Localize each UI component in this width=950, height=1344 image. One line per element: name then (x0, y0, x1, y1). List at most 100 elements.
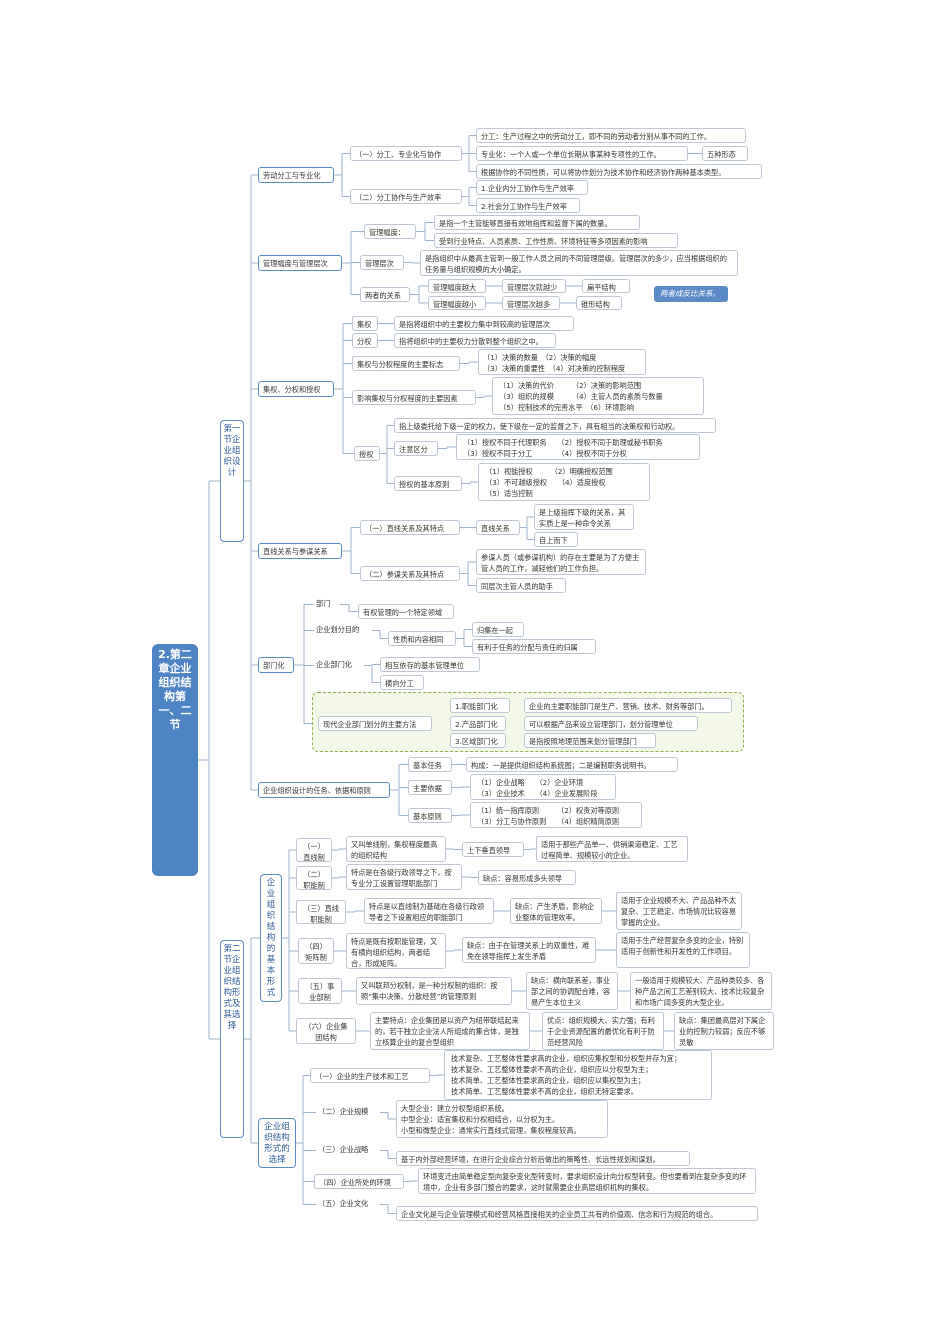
form-6-name[interactable]: （六）企业集团结构 (296, 1018, 356, 1044)
task-allocation: 有利于任务的分配与责任的归属 (472, 639, 596, 654)
delegation-label[interactable]: 授权 (354, 446, 380, 461)
basic-task-detail: 构成：一是提供组织结构系统图；二是编制职务说明书。 (466, 757, 678, 772)
basic-task-label[interactable]: 基本任务 (408, 757, 452, 772)
factors-line-3: （5）控制技术的完善水平 （6）环境影响 (499, 403, 634, 412)
choice-2-line-2: 中型企业：适宜集权和分权相结合，以分权为主。 (401, 1115, 560, 1124)
labor-g1-cooperation: 根据协作的不同性质，可以将协作划分为技术协作和经济协作两种基本类型。 (476, 164, 762, 179)
choice-2-label[interactable]: （二）企业规模 (318, 1107, 369, 1116)
topic-line-staff[interactable]: 直线关系与参谋关系 (258, 543, 342, 559)
labor-g1-division: 分工：生产过程之中的劳动分工，即不同的劳动者分别从事不同的工作。 (476, 128, 746, 143)
functional-dept[interactable]: 1.职能部门化 (450, 698, 510, 713)
section-2-topic[interactable]: 第二节企业组织结构形式及其选择 (220, 940, 244, 1138)
topic-centralization[interactable]: 集权、分权和授权 (258, 381, 334, 397)
form-5-name[interactable]: （五）事业部制 (298, 978, 342, 1004)
form-6-feature: 主要特点：企业集团是以资产为纽带联结起来的，若干独立企业法人所组成的集合体，是独… (370, 1012, 530, 1050)
form-4-name[interactable]: （四）矩阵制 (298, 938, 334, 964)
basic-management-unit: 相互依存的基本管理单位 (380, 657, 480, 672)
group-together: 归集在一起 (472, 622, 524, 637)
form-1-applicable: 适用于那些产品单一、供销渠道稳定、工艺过程简单、规模较小的企业。 (536, 836, 688, 862)
form-4-drawback: 缺点：由于在管理关系上的双重性，难免在领导指挥上发生矛盾 (462, 937, 596, 963)
factors-detail: （1）决策的代价 （2）决策的影响范围 （3）组织的规模 （4）主管人员的素质与… (492, 377, 704, 415)
same-nature: 性质和内容相同 (388, 631, 456, 646)
span-definition: 是指一个主管能够直接有效地指挥和监督下属的数量。 (434, 215, 640, 230)
choice-4-label[interactable]: （四）企业所处的环境 (314, 1174, 404, 1189)
horizontal-division: 横向分工 (380, 675, 424, 690)
tall-structure: 锥形结构 (576, 296, 622, 310)
form-3-name[interactable]: （三）直线职能制 (296, 900, 346, 924)
labor-group-1[interactable]: （一）分工、专业化与协作 (350, 146, 462, 161)
choice-1-line-3: 技术简单、工艺整体性要求高的企业，组织应以集权型为主； (451, 1076, 646, 1085)
indicators-line-1: （1）决策的数量 （2）决策的幅度 (483, 353, 597, 362)
topic-labor-division[interactable]: 劳动分工与专业化 (258, 167, 334, 183)
distinguish-label[interactable]: 注意区分 (394, 441, 438, 456)
rel-span-large: 管理幅度越大 (428, 279, 486, 293)
basic-principle-label[interactable]: 基本原则 (408, 808, 452, 823)
relation-label[interactable]: 两者的关系 (360, 287, 410, 302)
form-4-feature: 特点是既有按职能管理，又有横向组织结构，两者结合，形成矩阵。 (346, 933, 446, 969)
form-5-feature: 又叫联邦分权制，是一种分权制的组织：按照“集中决策、分散经营”的管理原则 (356, 977, 512, 1005)
choice-5-label[interactable]: （五）企业文化 (318, 1199, 369, 1208)
choice-1-line-1: 技术复杂、工艺整体性要求高的企业，组织应集权型和分权型并存为宜； (451, 1054, 682, 1063)
dept-label[interactable]: 部门 (316, 599, 331, 608)
delegation-principles-label[interactable]: 授权的基本原则 (394, 476, 462, 491)
labor-group-2[interactable]: （二）分工协作与生产效率 (350, 189, 462, 204)
factors-label[interactable]: 影响集权与分权程度的主要因素 (352, 390, 476, 405)
principle-line-2: （3）分工与协作原则 （4）组织精简原则 (477, 817, 620, 826)
decentralization-label[interactable]: 分权 (352, 333, 378, 348)
product-dept[interactable]: 2.产品部门化 (450, 716, 506, 731)
principles-line-1: （1）视能授权 （2）明确授权范围 (485, 467, 613, 476)
centralization-definition: 是指将组织中的主要权力集中到较高的管理层次 (394, 316, 574, 331)
form-1-name[interactable]: （一）直线制 (296, 838, 332, 862)
product-dept-detail: 可以根据产品来设立管理部门，划分管理单位 (524, 716, 698, 731)
inverse-relation-note: 两者成反比关系。 (654, 286, 728, 302)
factors-line-2: （3）组织的规模 （4）主管人员的素质与数量 (499, 392, 663, 401)
flat-structure: 扁平结构 (582, 279, 630, 293)
choice-1-detail: 技术复杂、工艺整体性要求高的企业，组织应集权型和分权型并存为宜； 技术复杂、工艺… (444, 1050, 712, 1100)
main-basis-label[interactable]: 主要依据 (408, 780, 452, 795)
basis-line-1: （1）企业战略 （2）企业环境 (477, 778, 584, 787)
topic-departmentalization[interactable]: 部门化 (258, 657, 294, 673)
line-relation-label[interactable]: 直线关系 (476, 520, 520, 535)
delegation-principles-detail: （1）视能授权 （2）明确授权范围 （3）不可越级授权 （4）适度授权 （5）适… (478, 463, 650, 501)
choice-2-line-3: 小型和微型企业：通常实行直线式管理，集权程度较高。 (401, 1126, 581, 1135)
dept-definition: 有权管理的一个特定领域 (358, 604, 454, 619)
centralization-label[interactable]: 集权 (352, 316, 378, 331)
choice-1-label[interactable]: （一）企业的生产技术和工艺 (310, 1068, 430, 1083)
enterprise-dept-label[interactable]: 企业部门化 (316, 660, 352, 669)
structure-choice-topic[interactable]: 企业组织结构形式的选择 (258, 1118, 296, 1168)
form-6-drawback: 缺点：集团最高层对下属企业的控制力较弱；反应不够灵敏 (674, 1012, 774, 1050)
topic-design-basis[interactable]: 企业组织设计的任务、依据和原则 (258, 782, 390, 798)
basis-line-2: （3）企业技术 （4）企业发展阶段 (477, 789, 598, 798)
choice-4-detail: 环境变迁由简单稳定型向复杂变化型转变时，要求组织设计向分权型转变。但也要看到在复… (418, 1168, 756, 1194)
choice-3-detail: 基于内外部经营环境，在进行企业综合分析后做出的策略性、长远性规划和谋划。 (396, 1151, 690, 1166)
line-relation-group[interactable]: （一）直线关系及其特点 (360, 520, 460, 535)
form-1-leadership: 上下垂直领导 (462, 842, 524, 857)
form-6-advantage: 优点：组织规模大、实力强；有利于企业资源配置的最优化有利于防范经营风险 (542, 1012, 664, 1050)
root-topic[interactable]: 2.第二章企业组织结构第一、二节 (152, 644, 198, 876)
form-3-applicable: 适用于企业规模不大、产品品种不太复杂、工艺稳定、市场情况比较容易掌握的企业。 (616, 892, 742, 930)
levels-label[interactable]: 管理层次 (360, 255, 404, 270)
line-relation-essence: 是上级指挥下级的关系，其实质上是一种命令关系 (534, 504, 634, 530)
dept-purpose-label[interactable]: 企业划分目的 (316, 625, 360, 634)
choice-3-label[interactable]: （三）企业战略 (318, 1145, 369, 1154)
choice-2-line-1: 大型企业：建立分权型组织系统。 (401, 1104, 509, 1113)
delegation-definition: 指上级委托给下级一定的权力，使下级在一定的监督之下，具有相当的决策权和行动权。 (394, 418, 716, 433)
principles-line-2: （3）不可越级授权 （4）适度授权 (485, 478, 606, 487)
choice-1-line-4: 技术简单、工艺整体性要求不高的企业，组织无特定要求。 (451, 1087, 638, 1096)
span-label[interactable]: 管理幅度： (364, 224, 416, 239)
principle-line-1: （1）统一指挥原则 （2）权责对等原则 (477, 806, 620, 815)
form-2-name[interactable]: （二）职能制 (296, 866, 332, 890)
form-2-drawback: 缺点：容易形成多头领导 (478, 870, 576, 885)
staff-relation-group[interactable]: （二）参谋关系及其特点 (360, 566, 460, 581)
top-down: 自上而下 (534, 532, 578, 547)
rel-levels-more: 管理层次越多 (502, 296, 560, 310)
section-1-topic[interactable]: 第一节企业组织设计 (220, 420, 244, 542)
topic-span-and-levels[interactable]: 管理幅度与管理层次 (258, 255, 342, 271)
basic-forms-topic[interactable]: 企业组织结构的基本形式 (260, 874, 282, 1002)
distinguish-detail: （1）授权不同于代理职务 （2）授权不同于助理或秘书职务 （3）授权不同于分工 … (456, 434, 700, 460)
regional-dept[interactable]: 3.区域部门化 (450, 733, 506, 748)
indicators-label[interactable]: 集权与分权程度的主要标志 (352, 356, 460, 371)
rel-span-small: 管理幅度越小 (428, 296, 486, 310)
dept-methods-label[interactable]: 现代企业部门划分的主要方法 (318, 716, 432, 731)
